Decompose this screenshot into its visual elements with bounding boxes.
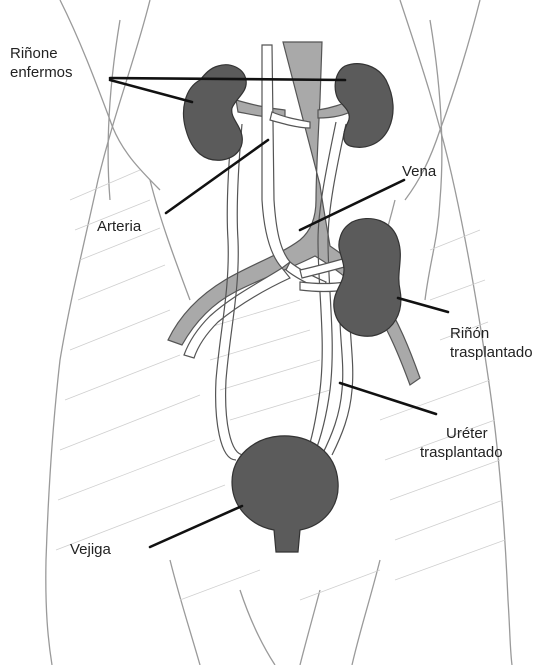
label-vein: Vena	[402, 162, 436, 181]
transplanted-kidney-shape	[334, 219, 401, 337]
label-diseased-kidneys-line2: enfermos	[10, 63, 73, 82]
label-bladder: Vejiga	[70, 540, 111, 559]
leader-transplanted-kidney	[398, 298, 448, 312]
label-artery-text: Arteria	[97, 218, 141, 235]
label-diseased-kidneys-line1: Riñone	[10, 44, 73, 63]
label-vein-text: Vena	[402, 163, 436, 180]
label-transplanted-kidney-line2: trasplantado	[450, 343, 533, 362]
label-transplanted-kidney: Riñón trasplantado	[450, 324, 533, 362]
label-artery: Arteria	[97, 217, 141, 236]
label-transplanted-ureter-line1: Uréter	[440, 424, 503, 443]
leader-bladder	[150, 506, 242, 547]
label-transplanted-kidney-line1: Riñón	[450, 324, 533, 343]
leader-transplanted-ureter	[340, 383, 436, 414]
renal-vessels-upper	[236, 100, 354, 118]
body-outline	[46, 0, 512, 665]
label-diseased-kidneys: Riñone enfermos	[10, 44, 73, 82]
leader-diseased-kidney-left	[110, 80, 192, 102]
label-transplanted-ureter-line2: trasplantado	[420, 443, 503, 462]
label-transplanted-ureter: Uréter trasplantado	[440, 424, 503, 462]
bladder-shape	[232, 436, 338, 552]
label-bladder-text: Vejiga	[70, 541, 111, 558]
